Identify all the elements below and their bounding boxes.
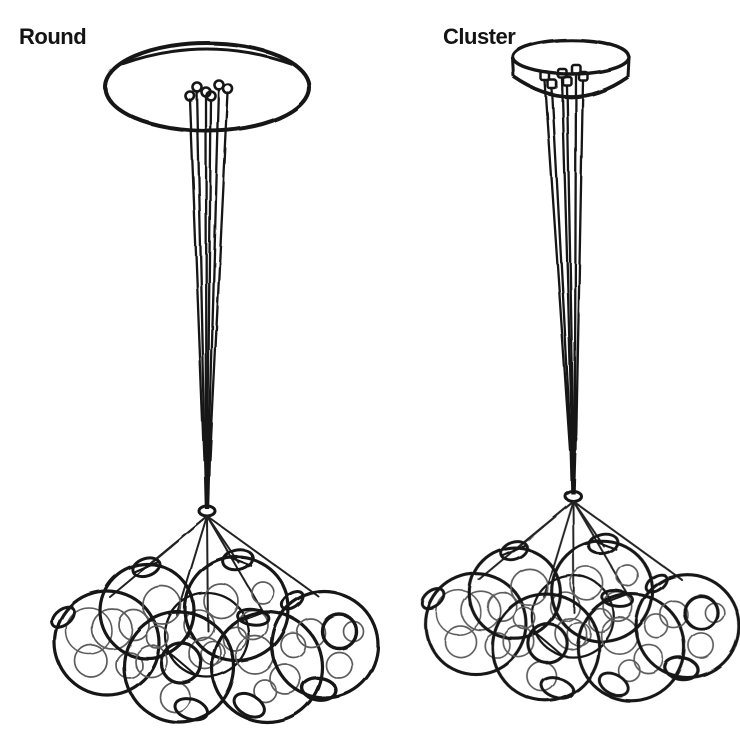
cord-bundle xyxy=(568,415,578,494)
suspension-knot xyxy=(563,489,583,503)
canopy-top-ellipse xyxy=(511,38,631,76)
cord-line xyxy=(574,79,585,452)
round-option-label: Round xyxy=(19,24,87,49)
cluster-bubble-cluster xyxy=(416,499,740,705)
cord-line xyxy=(543,79,572,452)
suspension-knot xyxy=(197,504,217,518)
cord-connectors xyxy=(184,79,234,102)
cord-line xyxy=(207,87,221,462)
round-bubble-cluster xyxy=(46,514,380,726)
cord-line xyxy=(208,91,230,462)
cord-line xyxy=(573,72,578,452)
connector-knob xyxy=(546,78,558,90)
cord-line xyxy=(550,87,573,452)
canopy-bottom-rim xyxy=(512,75,630,99)
cord-connectors xyxy=(539,63,589,90)
cord-line xyxy=(195,89,207,462)
suspension-cords xyxy=(543,72,585,494)
canopy-rim-line xyxy=(121,47,293,66)
cluster-chandelier-drawing xyxy=(416,38,740,705)
cluster-option-label: Cluster xyxy=(443,24,516,49)
cord-bundle xyxy=(202,420,212,509)
cord-line xyxy=(560,76,574,452)
canopy-side-left xyxy=(511,57,516,78)
drum-canopy xyxy=(511,38,631,99)
cord-line xyxy=(565,84,575,452)
round-chandelier-drawing xyxy=(46,41,380,726)
suspension-cords xyxy=(188,87,230,509)
cord-line xyxy=(188,98,206,462)
cord-line xyxy=(206,98,213,462)
canopy-side-right xyxy=(626,57,631,78)
connector-knob xyxy=(561,75,573,87)
